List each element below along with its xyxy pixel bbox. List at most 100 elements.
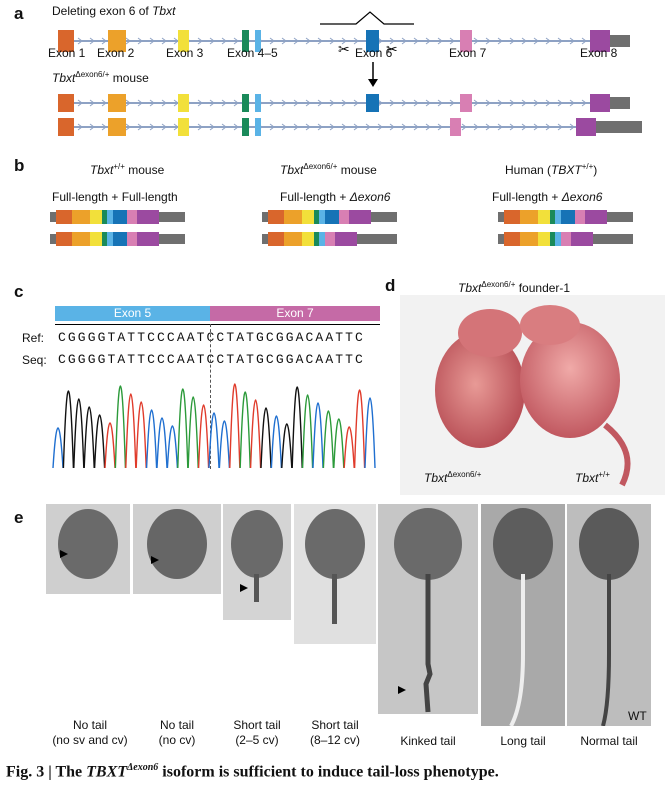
isoform-exon bbox=[302, 210, 314, 224]
gene-intron-line bbox=[58, 40, 628, 42]
allele2-arrows bbox=[65, 123, 611, 131]
panel-a-title-prefix: Deleting exon 6 of bbox=[52, 4, 153, 18]
isoform-label-1: Full-length + Full-length bbox=[52, 190, 178, 204]
exon-label-2: Exon 2 bbox=[97, 46, 135, 60]
allele1-exon3 bbox=[178, 94, 189, 112]
ref-label: Ref: bbox=[22, 331, 45, 345]
seq-label: Seq: bbox=[22, 353, 47, 367]
isoform-exon bbox=[302, 232, 314, 246]
isoform-exon bbox=[335, 232, 357, 246]
col3-suffix: ) bbox=[593, 163, 598, 177]
arrowhead-icon bbox=[240, 584, 248, 592]
panel-a-letter: a bbox=[14, 4, 24, 23]
isoform-exon bbox=[137, 232, 159, 246]
exon-label-8: Exon 8 bbox=[580, 46, 618, 60]
scissors-icon-left: ✂ bbox=[338, 42, 350, 58]
isoform-exon bbox=[585, 210, 607, 224]
col3-sup: +/+ bbox=[581, 162, 594, 171]
isoform-exon bbox=[325, 210, 339, 224]
panel-b-col3-title: Human (TBXT+/+) bbox=[505, 162, 597, 177]
cap2-line2: (2–5 cv) bbox=[235, 733, 279, 747]
cap3-line2: (8–12 cv) bbox=[309, 733, 361, 747]
isoform-exon bbox=[504, 232, 520, 246]
isoform-exon bbox=[90, 232, 102, 246]
isoform-exon bbox=[107, 232, 113, 246]
allele1-arrows bbox=[65, 99, 611, 107]
isoform-exon bbox=[284, 232, 302, 246]
pup-tail bbox=[603, 422, 631, 487]
cap3-line1: Short tail bbox=[311, 718, 359, 732]
panel-b-letter: b bbox=[14, 156, 25, 175]
exon-label-7: Exon 7 bbox=[449, 46, 487, 60]
xray-kinked-tail bbox=[378, 504, 478, 714]
isoform-exon bbox=[268, 210, 284, 224]
isoform-exon bbox=[575, 210, 585, 224]
isoform-exon bbox=[56, 210, 72, 224]
allele2-exon1 bbox=[58, 118, 74, 136]
isoform-exon bbox=[268, 232, 284, 246]
col2-gene: Tbxt bbox=[280, 163, 304, 177]
isoform-exon bbox=[107, 210, 113, 224]
cap1-line1: No tail bbox=[159, 718, 194, 732]
d-right-gene: Tbxt bbox=[575, 471, 599, 485]
isoform-exon bbox=[550, 232, 555, 246]
exon7-bar: Exon 7 bbox=[210, 306, 380, 321]
col2-sup: Δexon6/+ bbox=[303, 162, 338, 171]
isoform-exon bbox=[72, 232, 90, 246]
exon-8 bbox=[590, 30, 610, 52]
panel-c-letter: c bbox=[14, 282, 24, 301]
caption-normal-tail: Normal tail bbox=[580, 734, 638, 748]
isoform-label-2: Full-length + Δexon6 bbox=[280, 190, 390, 204]
isoform-exon bbox=[127, 210, 137, 224]
isoform-exon bbox=[550, 210, 555, 224]
allele2-exon3 bbox=[178, 118, 189, 136]
isoform-exon bbox=[504, 210, 520, 224]
iso3-italic: Δexon6 bbox=[561, 190, 603, 204]
col2-suffix: mouse bbox=[337, 163, 377, 177]
panel-d-title: TbxtΔexon6/+ founder-1 bbox=[458, 280, 570, 295]
isoform-exon bbox=[319, 232, 325, 246]
allele1-exon4 bbox=[242, 94, 249, 112]
iso2-prefix: Full-length + bbox=[280, 190, 350, 204]
isoform-exon bbox=[113, 210, 127, 224]
caption-long-tail: Long tail bbox=[500, 734, 546, 748]
d-left-gene: Tbxt bbox=[424, 471, 448, 485]
panel-b-col2-title: TbxtΔexon6/+ mouse bbox=[280, 162, 377, 177]
cap0-line1: No tail bbox=[72, 718, 107, 732]
isoform-exon bbox=[325, 232, 335, 246]
down-arrow-icon bbox=[368, 62, 378, 87]
panel-e-letter: e bbox=[14, 508, 24, 527]
allele1-exon8 bbox=[590, 94, 610, 112]
seq-sequence: CGGGGTATTCCCAATCCTATGCGGACAATTC bbox=[58, 352, 365, 367]
col1-gene: Tbxt bbox=[90, 163, 114, 177]
caption-no-tail-1: No tail(no sv and cv) bbox=[48, 718, 132, 748]
wt-label: WT bbox=[628, 709, 647, 723]
exon-1 bbox=[58, 30, 74, 52]
isoform-exon bbox=[538, 210, 550, 224]
isoform-exon bbox=[538, 232, 550, 246]
exon-4 bbox=[242, 30, 249, 52]
panel-a-title: Deleting exon 6 of Tbxt bbox=[52, 4, 175, 18]
allele1-exon5 bbox=[255, 94, 261, 112]
mutant-pup bbox=[435, 332, 525, 448]
exon-7 bbox=[460, 30, 472, 52]
isoform-exon bbox=[571, 232, 593, 246]
allele1-intron bbox=[58, 102, 628, 104]
xray-short-tail-2 bbox=[294, 504, 376, 644]
exon-3 bbox=[178, 30, 189, 52]
isoform-exon bbox=[90, 210, 102, 224]
mouse-gene: Tbxt bbox=[52, 71, 76, 85]
isoform-exon bbox=[561, 210, 575, 224]
d-right-sup: +/+ bbox=[598, 470, 610, 479]
isoform-exon bbox=[520, 210, 538, 224]
allele1-exon2 bbox=[108, 94, 126, 112]
allele1-utr bbox=[610, 97, 630, 109]
exon-5 bbox=[255, 30, 261, 52]
arrowhead-icon bbox=[151, 556, 159, 564]
cap1-line2: (no cv) bbox=[158, 733, 196, 747]
caption-suffix: isoform is sufficient to induce tail-los… bbox=[158, 763, 499, 781]
wildtype-pup bbox=[520, 322, 620, 438]
xray-no-tail-1 bbox=[46, 504, 130, 594]
allele2-exon5 bbox=[255, 118, 261, 136]
panel-a-title-gene: Tbxt bbox=[152, 4, 176, 18]
